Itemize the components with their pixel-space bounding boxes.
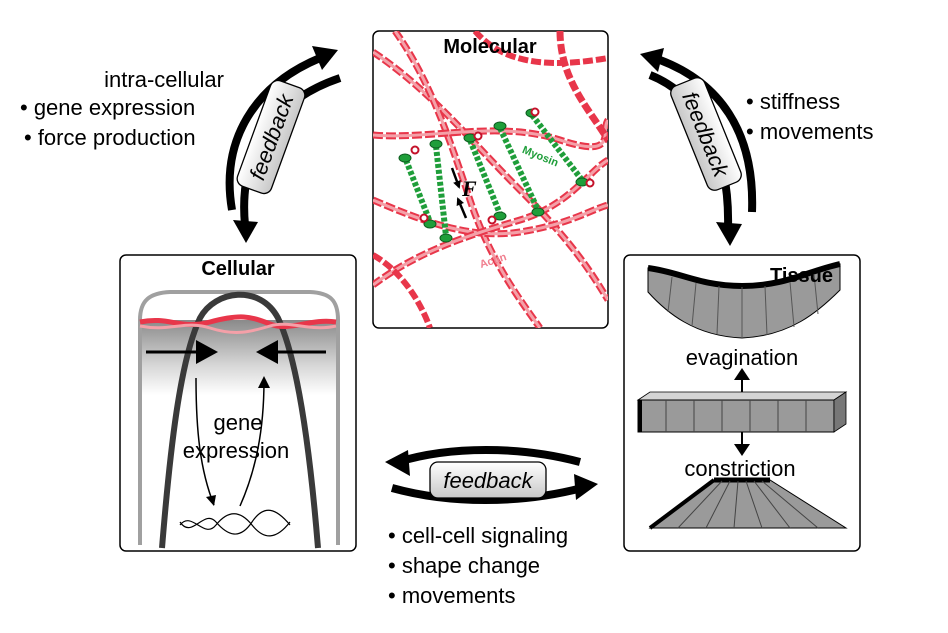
- feedback-arrow-to-tissue: [390, 484, 583, 504]
- link-text-bottom-line1: • cell-cell signaling: [388, 523, 569, 548]
- myosin-head: [398, 153, 412, 163]
- link-text-top-right-line1: • stiffness: [746, 89, 841, 114]
- cell-outline: [159, 291, 321, 549]
- feedback-arrowhead: [233, 220, 258, 243]
- actin-binding-site: [419, 213, 429, 223]
- evagination-label: evagination: [686, 345, 799, 370]
- actomyosin-belt-highlight: [139, 322, 337, 334]
- feedback-bottom: feedback: [385, 446, 598, 504]
- feedback-arrowhead: [574, 474, 598, 500]
- actin-filaments: [373, 31, 608, 328]
- myosin-head: [493, 121, 507, 131]
- apical-gradient: [140, 320, 336, 420]
- gene-label-line1: gene: [214, 410, 263, 435]
- signal-arrow-up: [239, 379, 265, 507]
- myosin-filament: [403, 158, 433, 224]
- tissue-panel: Tissue evagination constriction: [623, 254, 861, 552]
- signal-arrowhead-down: [206, 495, 216, 506]
- myosin-head: [531, 207, 545, 217]
- link-text-top-left-line3: • force production: [24, 125, 196, 150]
- contraction-arrowhead-left: [196, 340, 218, 364]
- signal-arrow-down: [195, 377, 215, 506]
- force-arrow-up: [456, 197, 468, 219]
- actin-filament: [472, 31, 608, 66]
- actin-filament-highlight: [373, 198, 608, 236]
- actin-filament: [373, 252, 433, 328]
- actin-binding-site: [530, 107, 540, 117]
- constriction-arrowhead: [734, 444, 750, 456]
- molecular-title: Molecular: [443, 36, 537, 58]
- link-text-bottom-line2: • shape change: [388, 553, 541, 578]
- feedback-badge: [670, 77, 742, 191]
- evagination-arrowhead: [734, 368, 750, 380]
- feedback-arrowhead: [312, 46, 338, 70]
- evaginated-sheet-edge: [647, 261, 841, 290]
- flat-sheet: [636, 391, 848, 433]
- actin-filament-highlight: [373, 158, 608, 287]
- feedback-arrow-to-molecular: [225, 54, 322, 211]
- force-arrow-down: [450, 167, 461, 189]
- link-text-bottom-line3: • movements: [388, 583, 516, 608]
- feedback-badge: [236, 79, 306, 195]
- myosin-filaments: [398, 107, 595, 243]
- myosin-head: [439, 233, 453, 243]
- cellular-title: Cellular: [201, 258, 275, 280]
- myosin-filament: [529, 113, 585, 182]
- force-label: F: [461, 176, 477, 201]
- actin-binding-site: [473, 131, 483, 141]
- cellular-panel: Cellular gene expression: [119, 254, 357, 552]
- feedback-arrowhead: [385, 450, 410, 476]
- actin-filament: [556, 31, 608, 142]
- feedback-arrow-to-cellular: [396, 446, 582, 466]
- feedback-arrowhead: [716, 222, 742, 246]
- constricted-sheet: [648, 477, 848, 530]
- evaginated-sheet-cells: [667, 273, 819, 338]
- actin-binding-site: [487, 215, 497, 225]
- actin-binding-site: [585, 178, 595, 188]
- myosin-filament: [497, 126, 541, 212]
- tissue-title: Tissue: [770, 265, 833, 287]
- myosin-head: [423, 219, 437, 229]
- constriction-label: constriction: [684, 456, 795, 481]
- link-text-top-right-line2: • movements: [746, 119, 874, 144]
- feedback-top-right: feedback: [640, 48, 757, 246]
- feedback-arrowhead: [640, 48, 664, 72]
- force-arrows: [450, 167, 468, 219]
- contraction-arrowhead-right: [256, 340, 278, 364]
- feedback-arrow-to-molecular: [658, 56, 757, 213]
- gene-label-line2: expression: [183, 438, 289, 463]
- signal-arrowhead-up: [258, 376, 270, 388]
- link-text-top-left-line2: • gene expression: [20, 95, 196, 120]
- actin-binding-site: [410, 145, 420, 155]
- dna-strand: [179, 509, 291, 535]
- actin-filament-highlight: [393, 31, 542, 328]
- actomyosin-belt: [139, 314, 337, 330]
- link-text-top-left-line1: intra-cellular: [104, 67, 224, 92]
- actin-filament-highlight: [373, 50, 608, 301]
- myosin-filament: [467, 138, 503, 216]
- feedback-top-left: feedback: [225, 46, 342, 243]
- myosin-filament: [433, 145, 449, 237]
- molecular-panel: F Myosin Actin Molecular: [372, 30, 609, 329]
- myosin-head: [429, 139, 443, 149]
- feedback-label: feedback: [443, 468, 533, 493]
- feedback-badge: [429, 461, 547, 499]
